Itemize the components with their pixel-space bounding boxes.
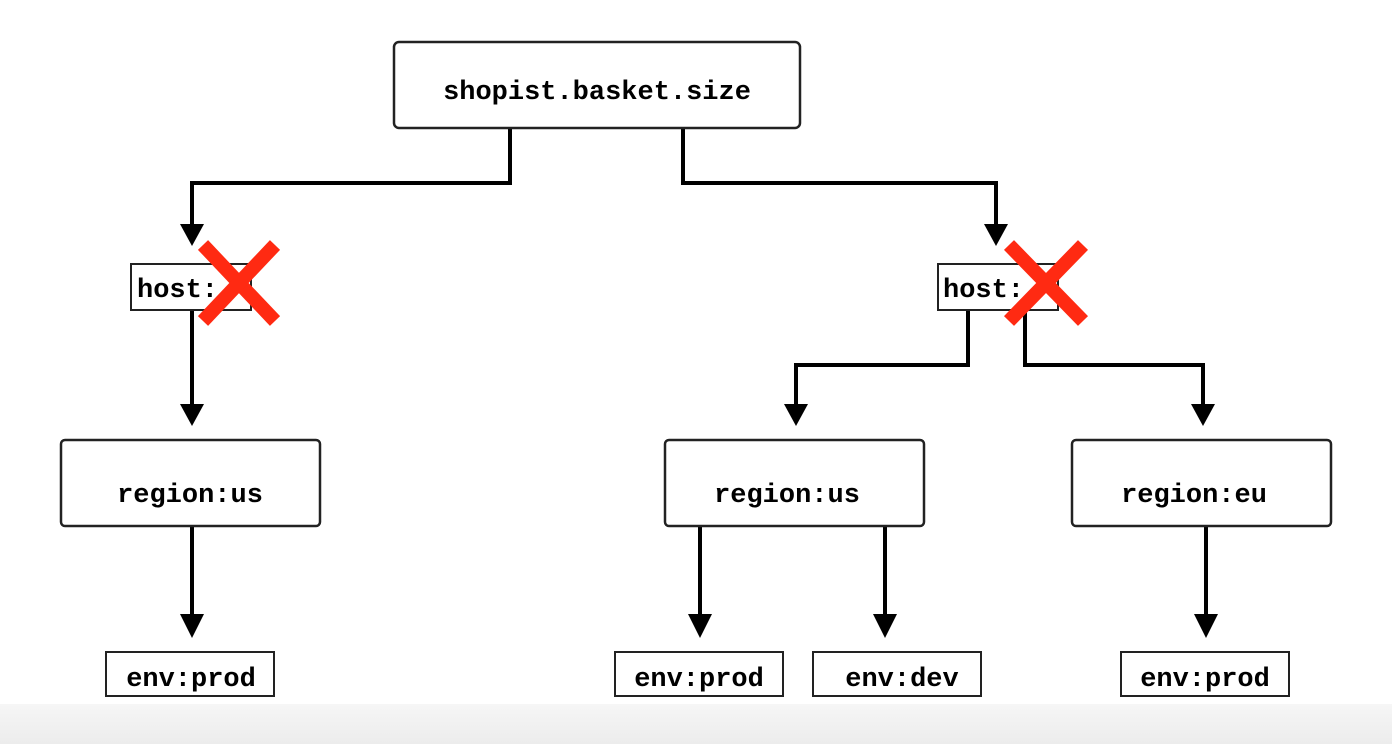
region-node-right: region:eu: [1070, 438, 1333, 528]
arrowhead-region-left: [180, 404, 204, 426]
arrowhead-region-eu: [1191, 404, 1215, 426]
host-right-x-mark-icon: [1003, 240, 1089, 326]
arrowhead-env-mid-dev: [873, 614, 897, 638]
x-mark-stroke-2: [1003, 240, 1089, 326]
edge-host-right-to-region-us: [794, 310, 970, 408]
arrowhead-env-right: [1194, 614, 1218, 638]
env-node-left: env:prod: [105, 651, 275, 697]
env-node-right-label: env:prod: [1140, 665, 1270, 695]
host-node-left-label: host:: [137, 276, 218, 306]
env-node-mid-dev-box: [812, 651, 982, 697]
root-node: shopist.basket.size: [392, 40, 802, 130]
env-node-mid-prod-label: env:prod: [634, 665, 764, 695]
env-node-mid-dev-label: env:dev: [845, 665, 958, 695]
env-node-mid-dev: env:dev: [812, 651, 982, 697]
root-node-box: [392, 40, 802, 130]
region-node-left: region:us: [59, 438, 322, 528]
env-node-right-box: [1120, 651, 1290, 697]
region-node-mid: region:us: [663, 438, 926, 528]
region-node-mid-label: region:us: [714, 481, 860, 511]
host-node-right-label: host:: [943, 276, 1024, 306]
host-left-x-mark-icon: [197, 240, 281, 326]
region-node-left-box: [59, 438, 322, 528]
root-node-label: shopist.basket.size: [443, 78, 751, 108]
env-node-mid-prod: env:prod: [614, 651, 784, 697]
arrowheads: [180, 224, 1218, 638]
edges: [190, 128, 1208, 618]
region-node-mid-box: [663, 438, 926, 528]
region-node-right-box: [1070, 438, 1333, 528]
arrowhead-host-right: [984, 224, 1008, 246]
env-node-mid-prod-box: [614, 651, 784, 697]
edge-host-right-to-region-eu: [1023, 310, 1205, 408]
edge-root-to-host-right: [681, 128, 998, 228]
region-node-left-label: region:us: [117, 481, 263, 511]
env-node-right: env:prod: [1120, 651, 1290, 697]
bottom-shadow-bar: [0, 704, 1392, 744]
env-node-left-box: [105, 651, 275, 697]
arrowhead-region-us: [784, 404, 808, 426]
arrowhead-host-left: [180, 224, 204, 246]
arrowhead-env-mid-prod: [688, 614, 712, 638]
edge-root-to-host-left: [190, 128, 512, 228]
region-node-right-label: region:eu: [1121, 481, 1267, 511]
x-mark-stroke-2: [197, 240, 281, 326]
env-node-left-label: env:prod: [126, 665, 256, 695]
arrowhead-env-left: [180, 614, 204, 638]
